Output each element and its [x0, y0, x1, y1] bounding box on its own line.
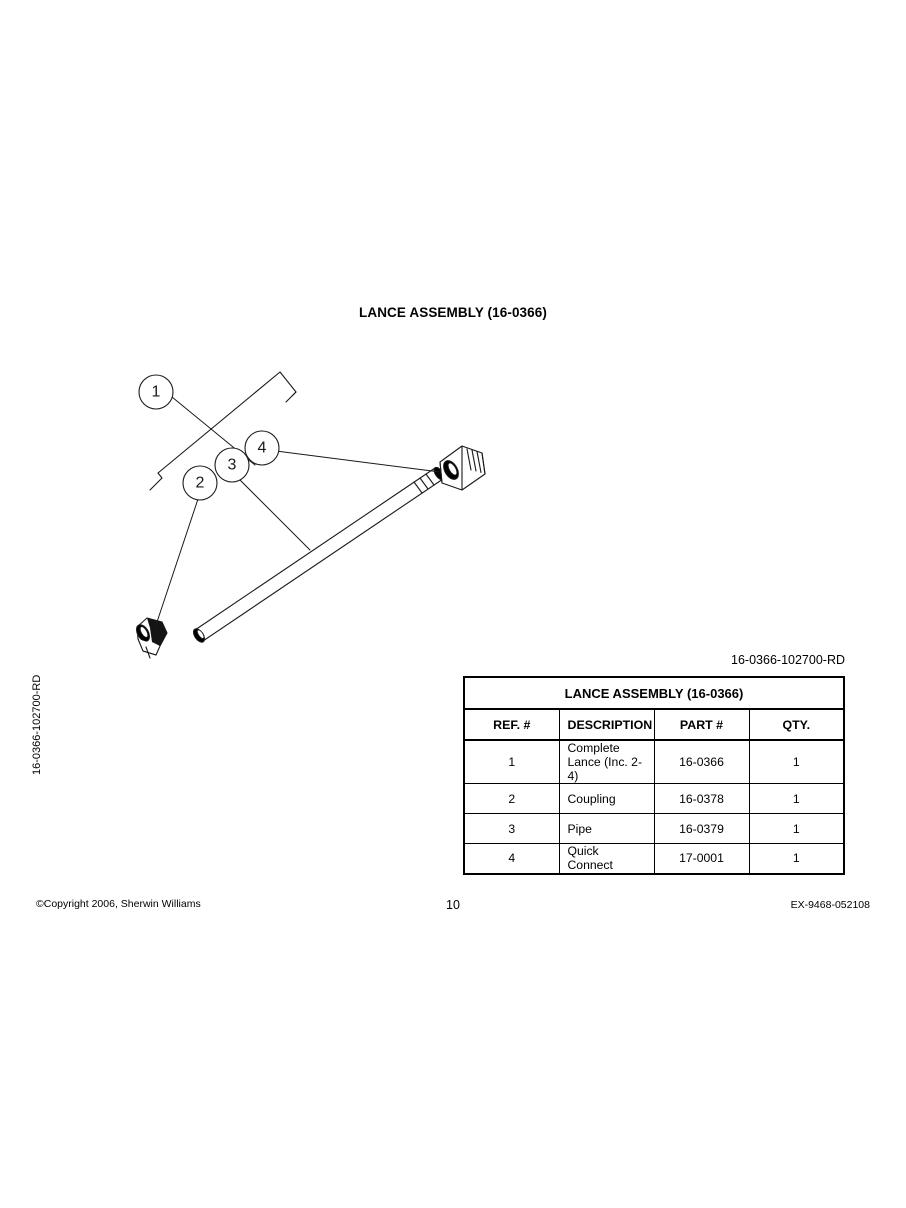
- parts-table: LANCE ASSEMBLY (16-0366) REF. # DESCRIPT…: [463, 676, 845, 875]
- cell-description: Complete Lance (Inc. 2-4): [558, 739, 655, 784]
- copyright-notice: ©Copyright 2006, Sherwin Williams: [36, 898, 201, 910]
- parts-table-header-row: REF. # DESCRIPTION PART # QTY.: [463, 708, 845, 741]
- callout-balloon-3: 3: [214, 447, 250, 483]
- column-header-part: PART #: [653, 708, 750, 741]
- cell-qty: 1: [748, 843, 845, 874]
- cell-part: 16-0366: [653, 739, 750, 784]
- coupling-part: [136, 617, 168, 659]
- lance-assembly-illustration: 1 2 3 4: [110, 350, 530, 680]
- cell-ref: 1: [463, 739, 560, 784]
- cell-description: Coupling: [558, 783, 655, 814]
- page-title: LANCE ASSEMBLY (16-0366): [359, 305, 547, 320]
- assembly-bracket: [149, 371, 297, 491]
- parts-table-caption: LANCE ASSEMBLY (16-0366): [463, 676, 845, 710]
- document-code: EX-9468-052108: [790, 899, 870, 911]
- parts-table-container: LANCE ASSEMBLY (16-0366) REF. # DESCRIPT…: [463, 676, 845, 875]
- column-header-description: DESCRIPTION: [558, 708, 655, 741]
- cell-qty: 1: [748, 783, 845, 814]
- side-margin-drawing-number: 16-0366-102700-RD: [31, 674, 43, 775]
- pipe-part: [193, 466, 445, 643]
- cell-description: Quick Connect: [558, 843, 655, 874]
- callout-balloon-2: 2: [182, 465, 218, 501]
- drawing-number: 16-0366-102700-RD: [731, 653, 845, 667]
- table-row: 1 Complete Lance (Inc. 2-4) 16-0366 1: [463, 739, 845, 784]
- svg-text:3: 3: [228, 457, 237, 474]
- table-row: 2 Coupling 16-0378 1: [463, 783, 845, 814]
- cell-part: 17-0001: [653, 843, 750, 874]
- callout-leader-lines: [154, 396, 441, 629]
- cell-part: 16-0379: [653, 813, 750, 844]
- cell-qty: 1: [748, 739, 845, 784]
- page-number: 10: [446, 898, 460, 912]
- parts-table-caption-row: LANCE ASSEMBLY (16-0366): [463, 676, 845, 710]
- cell-ref: 4: [463, 843, 560, 874]
- column-header-ref: REF. #: [463, 708, 560, 741]
- column-header-qty: QTY.: [748, 708, 845, 741]
- cell-description: Pipe: [558, 813, 655, 844]
- cell-ref: 2: [463, 783, 560, 814]
- svg-text:1: 1: [152, 384, 161, 401]
- table-row: 3 Pipe 16-0379 1: [463, 813, 845, 844]
- callout-balloon-1: 1: [138, 374, 174, 410]
- cell-qty: 1: [748, 813, 845, 844]
- cell-part: 16-0378: [653, 783, 750, 814]
- svg-text:4: 4: [258, 440, 267, 457]
- svg-text:2: 2: [196, 475, 205, 492]
- cell-ref: 3: [463, 813, 560, 844]
- table-row: 4 Quick Connect 17-0001 1: [463, 843, 845, 874]
- quick-connect-part: [439, 445, 486, 491]
- callout-balloon-4: 4: [244, 430, 280, 466]
- page-footer: ©Copyright 2006, Sherwin Williams 10 EX-…: [36, 898, 870, 914]
